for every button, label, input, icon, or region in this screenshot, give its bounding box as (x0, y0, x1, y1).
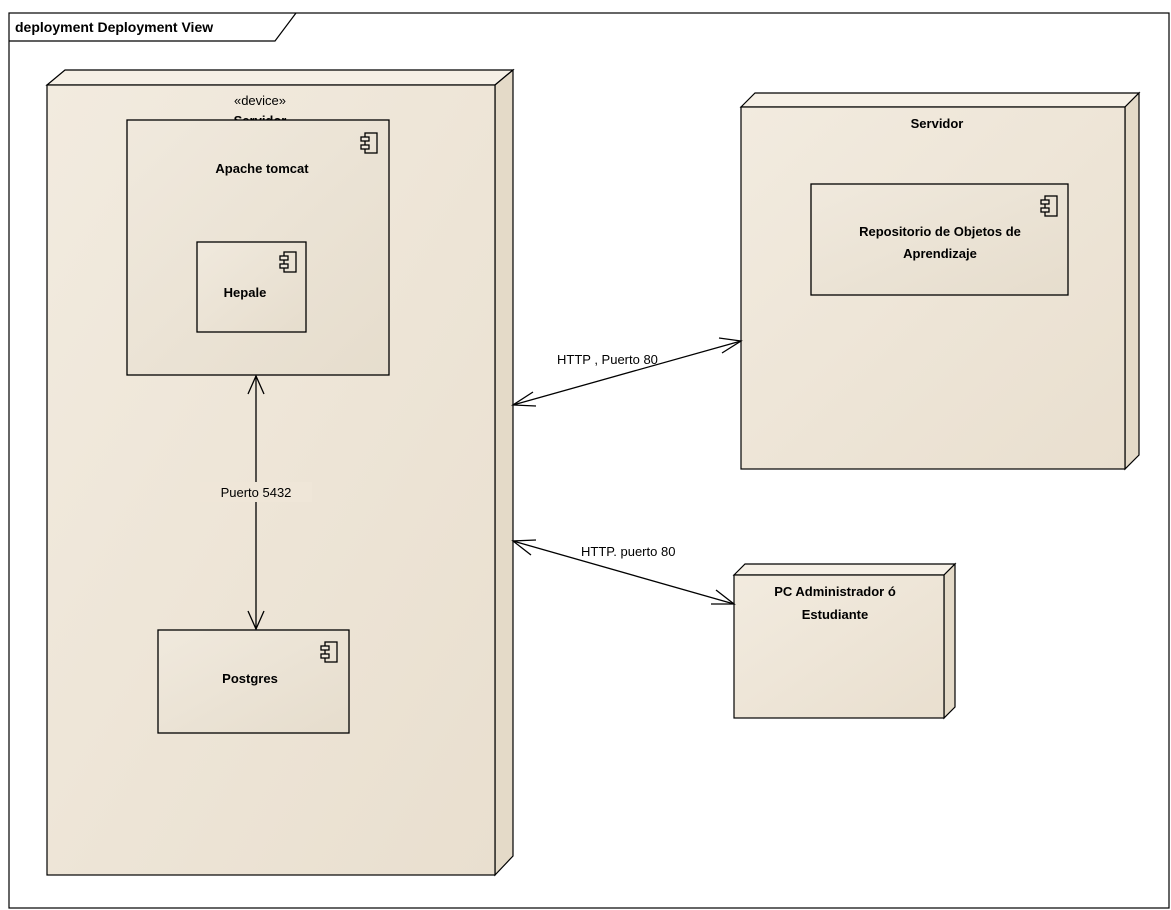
repositorio-label-line1: Repositorio de Objetos de (859, 224, 1021, 239)
db-connector-label: Puerto 5432 (221, 485, 292, 500)
repositorio-label-line2: Aprendizaje (903, 246, 977, 261)
pc-name-line1: PC Administrador ó (774, 584, 896, 599)
hepale-label: Hepale (224, 285, 267, 300)
pc-name-line2: Estudiante (802, 607, 868, 622)
device-stereotype: «device» (234, 93, 286, 108)
server-connector[interactable]: HTTP , Puerto 80 (510, 337, 743, 407)
device-node[interactable]: «device» Servidor (45, 68, 515, 877)
postgres-component[interactable]: Postgres (157, 629, 350, 734)
pc-connector[interactable]: HTTP. puerto 80 (511, 539, 736, 605)
apache-tomcat-label: Apache tomcat (215, 161, 309, 176)
repositorio-component[interactable]: Repositorio de Objetos de Aprendizaje (810, 183, 1069, 296)
pc-node[interactable]: PC Administrador ó Estudiante (732, 562, 957, 720)
postgres-label: Postgres (222, 671, 278, 686)
diagram-frame: deployment Deployment View (8, 12, 1170, 909)
hepale-component[interactable]: Hepale (196, 241, 307, 333)
db-connector[interactable]: Puerto 5432 (200, 374, 312, 631)
pc-connector-label: HTTP. puerto 80 (581, 544, 675, 559)
servidor-name: Servidor (911, 116, 964, 131)
frame-title: deployment Deployment View (15, 19, 213, 35)
server-connector-label: HTTP , Puerto 80 (557, 352, 658, 367)
